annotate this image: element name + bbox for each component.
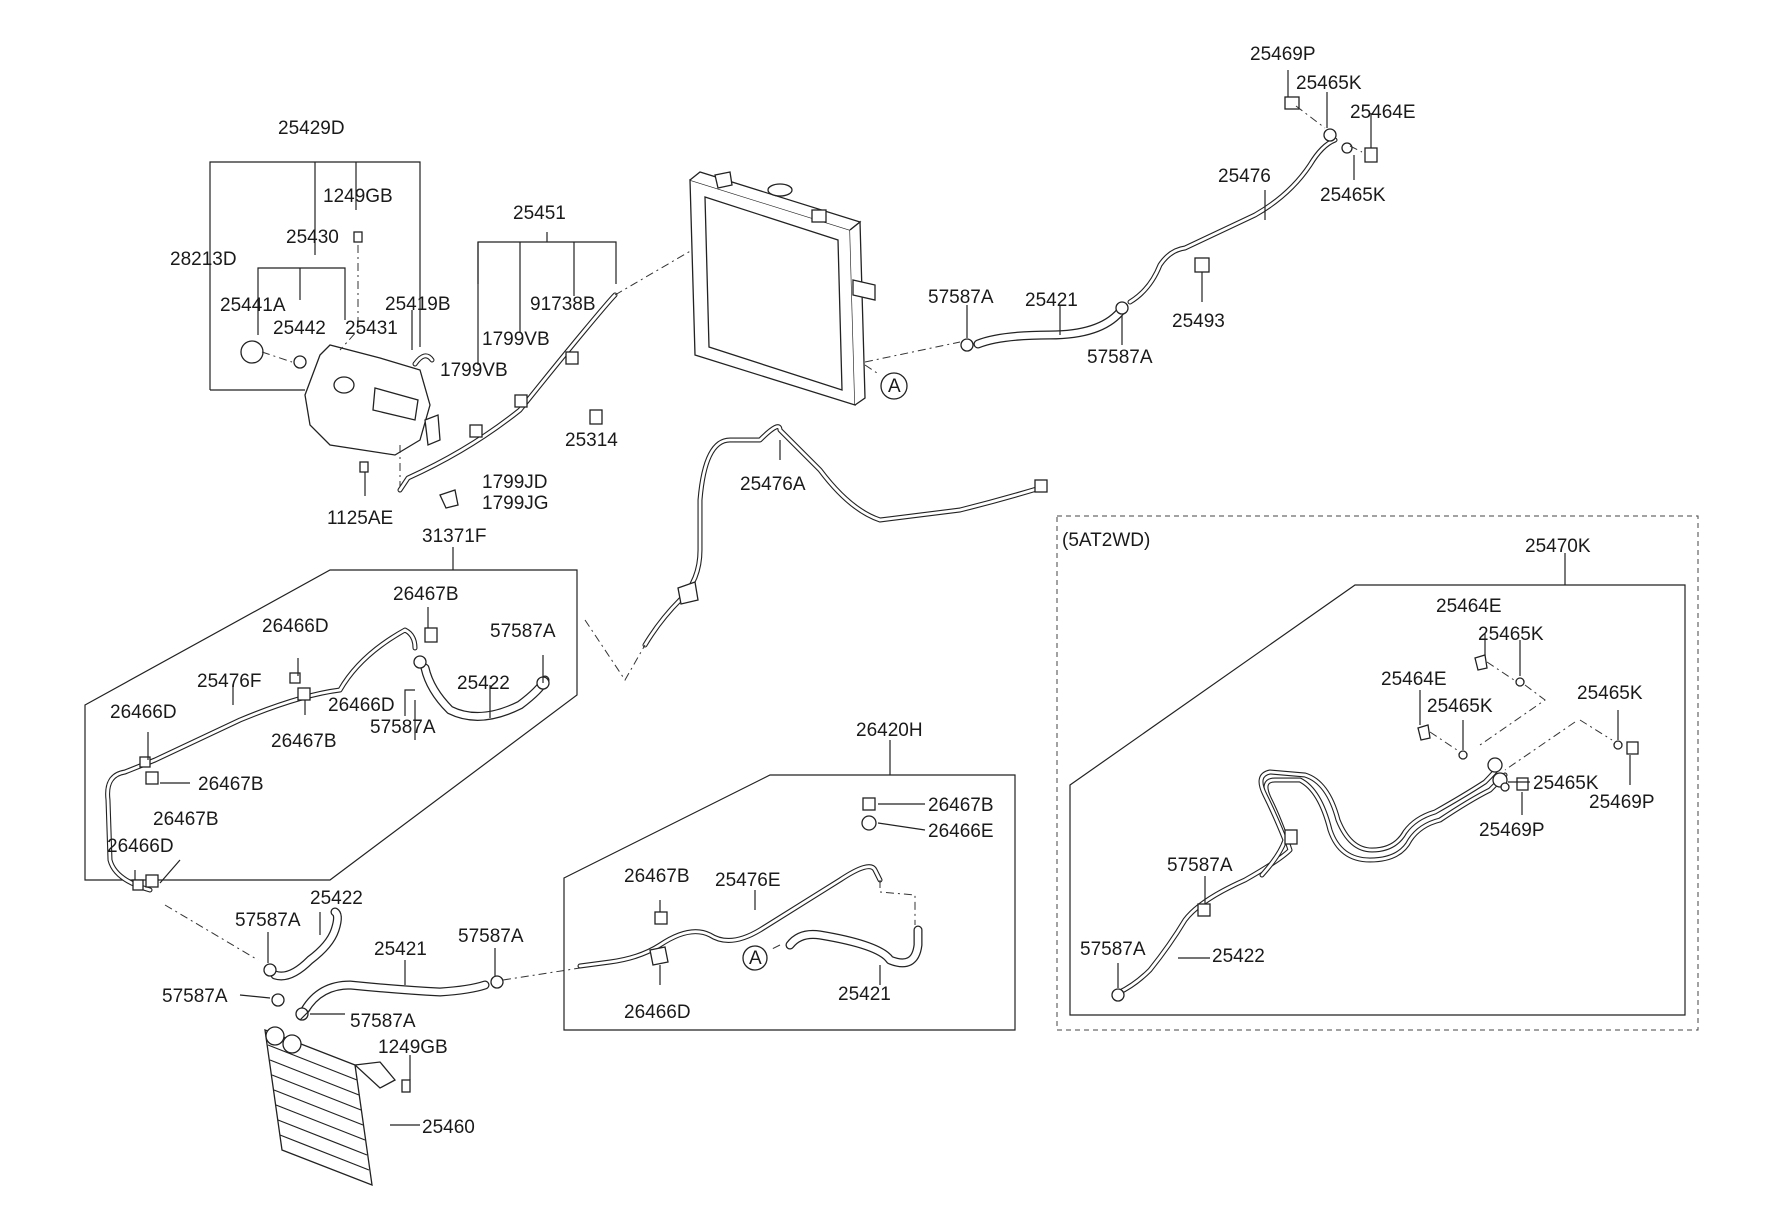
label-25464E-a: 25464E [1350, 102, 1416, 123]
label-mark-A: A [888, 376, 901, 397]
label-25469P-c: 25469P [1479, 820, 1545, 841]
reservoir-group [209, 161, 441, 496]
label-31371F: 31371F [422, 526, 486, 547]
label-1249GB-b: 1249GB [378, 1037, 448, 1058]
label-25465K-b: 25465K [1320, 185, 1386, 206]
label-25476: 25476 [1218, 166, 1271, 187]
label-25464E-b: 25464E [1436, 596, 1502, 617]
label-91738B: 91738B [530, 294, 596, 315]
label-25421-a: 25421 [1025, 290, 1078, 311]
cooler-fins [267, 1044, 370, 1171]
label-25470K: 25470K [1525, 536, 1591, 557]
assembly-31371F [84, 547, 578, 893]
reservoir-cap-icon [240, 340, 264, 364]
label-25476A: 25476A [740, 474, 806, 495]
label-28213D: 28213D [170, 249, 237, 270]
label-26467B-d: 26467B [153, 809, 219, 830]
label-25464E-c: 25464E [1381, 669, 1447, 690]
reference-mark-A-icon-2 [742, 945, 768, 971]
label-57587A-b: 57587A [1087, 347, 1153, 368]
label-25442: 25442 [273, 318, 326, 339]
label-57587A-i: 57587A [1167, 855, 1233, 876]
part-labels: 25429D 1249GB 25430 28213D 25441A 25442 … [107, 44, 1655, 1138]
label-1799VB-a: 1799VB [482, 329, 550, 350]
radiator [689, 171, 961, 406]
label-1799JG: 1799JG [482, 493, 549, 514]
upper-right-lines [960, 70, 1378, 352]
label-25422-a: 25422 [457, 673, 510, 694]
label-25441A: 25441A [220, 295, 286, 316]
label-26420H: 26420H [856, 720, 923, 741]
label-25451: 25451 [513, 203, 566, 224]
label-57587A-g: 57587A [162, 986, 228, 1007]
label-25419B: 25419B [385, 294, 451, 315]
label-26466D-d: 26466D [107, 836, 174, 857]
label-25421-b: 25421 [374, 939, 427, 960]
label-25476F: 25476F [197, 671, 261, 692]
label-57587A-h: 57587A [350, 1011, 416, 1032]
label-25465K-f: 25465K [1533, 773, 1599, 794]
label-57587A-e: 57587A [235, 910, 301, 931]
label-25465K-e: 25465K [1427, 696, 1493, 717]
label-25476E: 25476E [715, 870, 781, 891]
coolant-reservoir-tank [304, 344, 431, 456]
label-26467B-a: 26467B [393, 584, 459, 605]
label-26467B-b: 26467B [271, 731, 337, 752]
label-26466D-b: 26466D [110, 702, 177, 723]
label-1799JD: 1799JD [482, 472, 548, 493]
label-mark-A-2: A [749, 948, 762, 969]
label-1249GB: 1249GB [323, 186, 393, 207]
label-1799VB-b: 1799VB [440, 360, 508, 381]
label-25460: 25460 [422, 1117, 475, 1138]
label-25421-c: 25421 [838, 984, 891, 1005]
label-26466D-c: 26466D [328, 695, 395, 716]
label-25469P-a: 25469P [1250, 44, 1316, 65]
variant-5AT2WD [1056, 515, 1699, 1031]
label-1125AE: 1125AE [327, 508, 393, 529]
label-26466D-a: 26466D [262, 616, 329, 637]
label-26467B-f: 26467B [624, 866, 690, 887]
assembly-26420H [563, 740, 1016, 1031]
label-25465K-a: 25465K [1296, 73, 1362, 94]
label-25430: 25430 [286, 227, 339, 248]
label-25465K-d: 25465K [1577, 683, 1643, 704]
label-25465K-c: 25465K [1478, 624, 1544, 645]
label-25314: 25314 [565, 430, 618, 451]
label-25429D: 25429D [278, 118, 345, 139]
label-25422-b: 25422 [310, 888, 363, 909]
label-26467B-e: 26467B [928, 795, 994, 816]
label-26466D-e: 26466D [624, 1002, 691, 1023]
label-26466E: 26466E [928, 821, 994, 842]
label-25431: 25431 [345, 318, 398, 339]
label-25469P-b: 25469P [1589, 792, 1655, 813]
label-57587A-f: 57587A [458, 926, 524, 947]
label-variant-5AT2WD: (5AT2WD) [1062, 530, 1150, 551]
oil-cooler-25460 [164, 904, 581, 1187]
overflow-hose-group [397, 224, 736, 509]
cooler-pipe-25476A [584, 424, 1048, 681]
reference-mark-A-icon [880, 372, 908, 400]
label-25493: 25493 [1172, 311, 1225, 332]
label-26467B-c: 26467B [198, 774, 264, 795]
label-25422-c: 25422 [1212, 946, 1265, 967]
label-57587A-j: 57587A [1080, 939, 1146, 960]
label-57587A-a: 57587A [928, 287, 994, 308]
label-57587A-c: 57587A [490, 621, 556, 642]
label-57587A-d: 57587A [370, 717, 436, 738]
